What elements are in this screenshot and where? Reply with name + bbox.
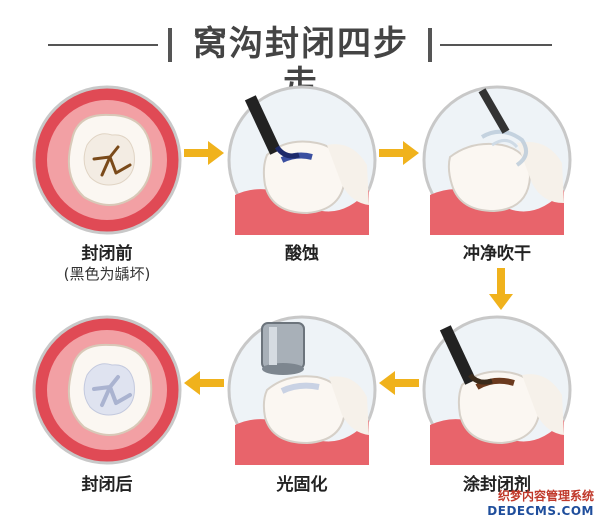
arrow-left-1-icon (379, 371, 419, 395)
step-label-etching: 酸蚀 (285, 244, 319, 264)
watermark: 织梦内容管理系统 DEDECMS.COM (487, 489, 594, 519)
watermark-line1: 织梦内容管理系统 (497, 489, 594, 503)
arrow-left-2-icon (184, 371, 224, 395)
step-etching-image (227, 85, 377, 235)
step-light-cure-image (227, 315, 377, 465)
title-bar-left (168, 28, 172, 62)
arrow-right-2-icon (379, 141, 419, 165)
step-label-apply-sealant: 涂封闭剂 (463, 475, 531, 495)
step-label-before: 封闭前 (81, 244, 133, 264)
step-after-image (32, 315, 182, 465)
step-rinse-dry-image (422, 85, 572, 235)
step-apply-sealant-image (422, 315, 572, 465)
title-bar-right (428, 28, 432, 62)
step-before-image (32, 85, 182, 235)
title-rule-right (440, 44, 552, 46)
watermark-line2: DEDECMS.COM (487, 504, 594, 518)
step-label-light-cure: 光固化 (276, 475, 328, 495)
step-label-rinse-dry: 冲净吹干 (463, 244, 531, 264)
page-title: 窝沟封闭四步走 (193, 24, 409, 104)
step-sublabel-before: (黑色为龋坏) (63, 265, 151, 283)
title-rule-left (48, 44, 158, 46)
arrow-right-1-icon (184, 141, 224, 165)
step-label-after: 封闭后 (81, 475, 133, 495)
title-banner: 窝沟封闭四步走 (0, 18, 600, 104)
arrow-down-icon (489, 268, 513, 310)
